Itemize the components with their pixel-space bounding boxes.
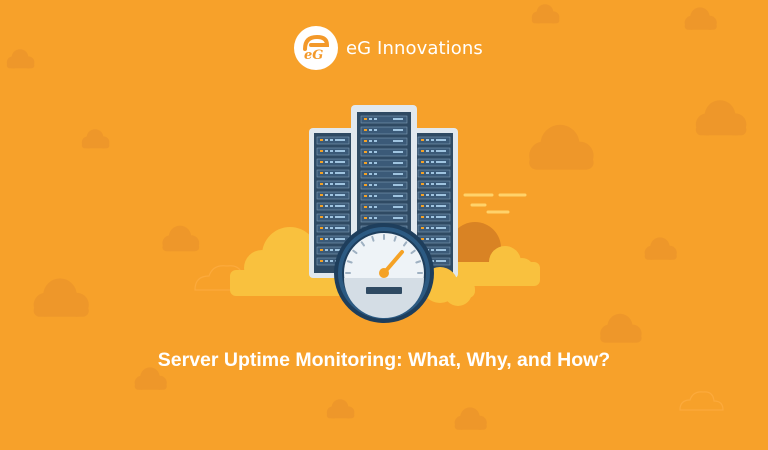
eg-logo-icon: eG xyxy=(294,26,338,70)
speedometer-gauge-icon xyxy=(334,223,434,323)
svg-text:eG: eG xyxy=(304,48,323,63)
banner-headline: Server Uptime Monitoring: What, Why, and… xyxy=(157,349,611,371)
speed-lines xyxy=(463,193,527,214)
brand-header: eG eG Innovations xyxy=(294,25,483,71)
brand-name: eG Innovations xyxy=(346,37,483,59)
